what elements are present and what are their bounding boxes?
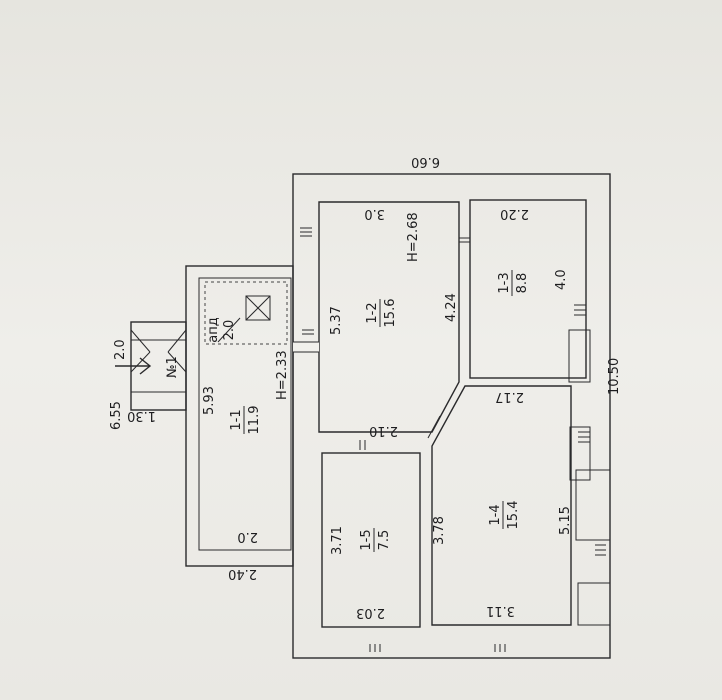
room-1-4-outline [431,385,572,626]
door-gap [427,415,441,439]
room-label-1-3: 1-3 8.8 [497,270,530,296]
room-1-2-outline [318,201,460,433]
r12-left: 5.37 [329,306,344,335]
svg-text:8.8: 8.8 [515,273,530,294]
r13-right: 4.0 [554,269,569,290]
room-label-1-1: 1-1 11.9 [229,406,262,435]
wall-segment [577,582,611,626]
r12-top: 3.0 [364,206,385,221]
svg-text:1-1: 1-1 [229,409,244,430]
annex-room-1-1 [185,265,319,567]
svg-text:2.0: 2.0 [222,320,237,341]
svg-text:7.5: 7.5 [377,530,392,551]
r14-top: 2.17 [495,389,524,404]
annex-label: апд 2.0 [206,317,237,342]
room-label-1-2: 1-2 15.6 [365,299,398,328]
r11-height: H=2.33 [275,350,290,400]
r12-right: 4.24 [444,293,459,322]
bottom-overall: 2.40 [228,566,257,581]
svg-text:1-2: 1-2 [365,302,380,323]
room-1-3-outline [469,199,587,379]
r11-left: 5.93 [202,386,217,415]
r12-height: H=2.68 [406,212,421,262]
r14-left: 3.78 [432,516,447,545]
r14-bottom: 3.11 [486,603,515,618]
r15-left: 3.71 [330,526,345,555]
room-1-1-inner-wall [198,277,292,551]
r13-top: 2.20 [500,206,529,221]
svg-text:1-4: 1-4 [488,504,503,525]
room-label-1-5: 1-5 7.5 [359,528,392,552]
r14-right: 5.15 [558,506,573,535]
wall-segment [569,426,591,481]
svg-text:1-5: 1-5 [359,529,374,550]
main-building [292,173,611,659]
annex-leader-line [217,317,241,343]
porch-number-label: №1 [165,356,180,378]
window-marks [300,227,606,652]
overall-right-length: 10.50 [607,358,622,395]
porch-width: 1.30 [127,408,156,423]
room-1-1-outline [185,265,294,567]
r11-bottom: 2.0 [237,529,258,544]
r15-bottom: 2.03 [356,605,385,620]
room-labels: 1-1 11.9 1-2 15.6 1-3 8.8 1-4 15.4 1-5 7… [165,270,530,552]
porch-length: 2.0 [113,339,128,360]
porch-1 [115,321,187,411]
svg-text:11.9: 11.9 [247,406,262,435]
overall-left-length: 6.55 [109,401,124,430]
svg-text:апд: апд [206,317,221,342]
svg-text:15.4: 15.4 [506,501,521,530]
dimension-labels: 6.60 10.50 6.55 3.0 H=2.68 5.37 4.24 2.1… [109,154,622,620]
r12-bottom: 2.10 [369,423,398,438]
overall-top-width: 6.60 [411,154,440,169]
svg-text:1-3: 1-3 [497,272,512,293]
hatch-box [245,295,271,321]
wall-segment [568,329,591,383]
wall-segment [575,469,611,541]
room-1-5-outline [321,452,421,628]
svg-text:15.6: 15.6 [383,299,398,328]
room-label-1-4: 1-4 15.4 [488,501,521,530]
